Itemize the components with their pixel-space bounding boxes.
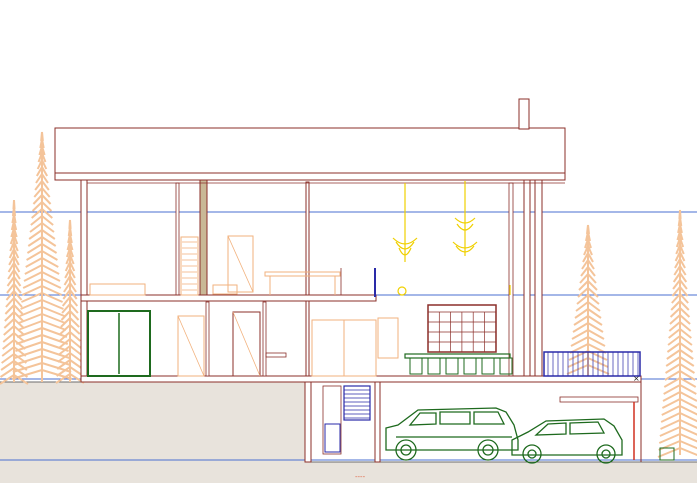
cabinet-right: [377, 317, 399, 359]
terrace-rail: [543, 351, 641, 377]
interior-wall-a: [205, 301, 210, 377]
column-center: [305, 181, 310, 383]
shelf-small: [265, 352, 287, 358]
basement-stair: [343, 385, 371, 421]
roof-fascia: [54, 172, 566, 181]
upper-bed: [89, 283, 146, 296]
car-suv: [385, 407, 519, 461]
ground-fill: [0, 382, 305, 483]
terrace-balusters: [547, 352, 639, 376]
column-left: [80, 179, 88, 381]
door-interior-1: [177, 315, 205, 377]
close-marker: ×: [633, 374, 640, 383]
dining-chair: [463, 357, 477, 375]
chandelier-left: [392, 183, 418, 262]
column-right-outer: [534, 179, 543, 381]
dining-chairs: [409, 357, 513, 375]
dining-chair: [481, 357, 495, 375]
upper-bench: [212, 284, 238, 295]
wall-upper-left: [175, 182, 180, 297]
slab-ground: [80, 375, 642, 383]
upper-door-swing: [227, 235, 254, 293]
interior-wall-b: [262, 301, 267, 377]
window-grid: [427, 311, 497, 353]
dining-chair: [499, 357, 513, 375]
basement-partition: [374, 381, 381, 463]
dining-chair: [445, 357, 459, 375]
door-interior-2-swing: [232, 311, 261, 377]
chandelier-right: [452, 181, 478, 256]
dining-table: [404, 353, 511, 359]
column-mid: [199, 179, 208, 296]
door-interior-1-swing: [177, 315, 205, 377]
upper-stair-ladder: [180, 236, 199, 296]
bollard-right: [659, 447, 675, 461]
wall-upper-tall: [508, 182, 514, 381]
garage-beam: [559, 396, 639, 403]
stair-steps: [344, 389, 370, 419]
dining-chair: [427, 357, 441, 375]
tree-group: [0, 131, 697, 458]
lamp-small: [397, 286, 407, 296]
basement-box: [324, 423, 341, 453]
conifer-branches: [657, 209, 697, 458]
chimney: [518, 98, 530, 130]
scale-label: ----: [355, 473, 366, 481]
upper-desk: [264, 271, 341, 277]
roof-slab: [54, 127, 566, 174]
car-sedan: [511, 418, 623, 464]
entrance-door: [87, 310, 151, 377]
upper-door: [227, 235, 254, 293]
column-right: [523, 179, 531, 381]
ladder-rungs: [182, 241, 197, 291]
dining-chair: [409, 357, 423, 375]
ground-fill-right: [305, 462, 697, 483]
door-interior-2: [232, 311, 261, 377]
basement-wall-left: [304, 381, 312, 463]
basement-shaft: [322, 385, 342, 455]
slab-upper: [80, 294, 377, 302]
